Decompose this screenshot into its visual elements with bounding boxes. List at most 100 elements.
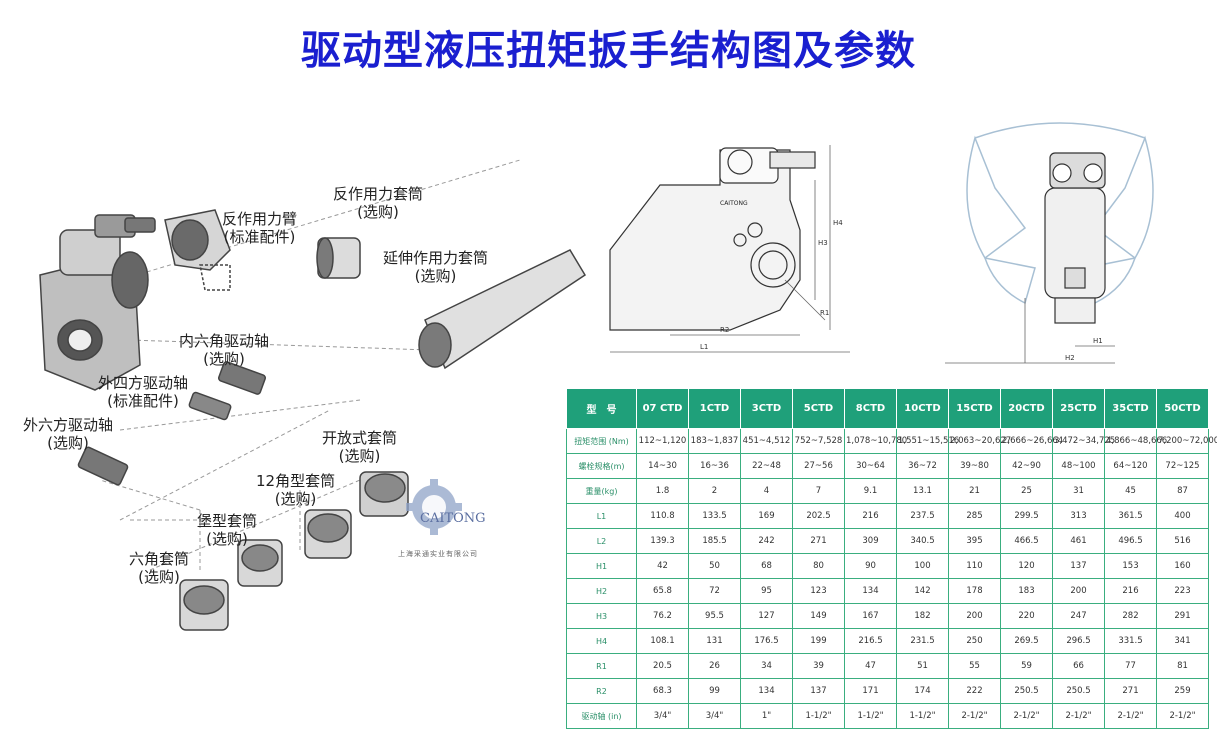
table-cell: 14~30 xyxy=(636,453,689,479)
table-cell: 36~72 xyxy=(896,453,949,479)
label-open-socket-name: 开放式套筒 xyxy=(322,429,398,447)
table-cell: 216 xyxy=(844,503,897,529)
table-cell: 9.1 xyxy=(844,478,897,504)
table-cell: 461 xyxy=(1052,528,1105,554)
table-cell: 222 xyxy=(948,678,1001,704)
label-square-shaft: 外四方驱动轴 (标准配件) xyxy=(98,374,188,410)
table-cell: 223 xyxy=(1156,578,1209,604)
table-cell: 361.5 xyxy=(1104,503,1157,529)
table-cell: 3,472~34,725 xyxy=(1052,428,1115,454)
header-cell: 50CTD xyxy=(1156,388,1209,429)
table-cell: 80 xyxy=(792,553,845,579)
table-cell: 250.5 xyxy=(1052,678,1105,704)
table-cell: 496.5 xyxy=(1104,528,1157,554)
table-cell: 242 xyxy=(740,528,793,554)
table-cell: 77 xyxy=(1104,653,1157,679)
table-cell: 65.8 xyxy=(636,578,689,604)
table-cell: 269.5 xyxy=(1000,628,1053,654)
label-hex-socket-note: (选购) xyxy=(138,568,180,586)
table-cell: 1" xyxy=(740,703,793,729)
table-cell: 110.8 xyxy=(636,503,689,529)
table-cell: 25 xyxy=(1000,478,1053,504)
table-cell: 271 xyxy=(1104,678,1157,704)
label-hex-outer-shaft-note: (选购) xyxy=(47,434,89,452)
table-cell: 516 xyxy=(1156,528,1209,554)
table-cell: 39 xyxy=(792,653,845,679)
reaction-sleeve xyxy=(316,237,361,279)
table-cell: 153 xyxy=(1104,553,1157,579)
table-cell: 2-1/2" xyxy=(1156,703,1209,729)
table-cell: 1.8 xyxy=(636,478,689,504)
row-header-cell: L1 xyxy=(566,503,637,529)
table-cell: 134 xyxy=(740,678,793,704)
table-cell: 30~64 xyxy=(844,453,897,479)
table-cell: 174 xyxy=(896,678,949,704)
front-dimension-drawing: CAITONG H4 H3 R2 L1 R1 xyxy=(609,145,850,353)
label-reaction-sleeve-name: 反作用力套筒 xyxy=(333,185,424,203)
table-cell: 178 xyxy=(948,578,1001,604)
header-cell: 1CTD xyxy=(688,388,741,429)
header-cell: 8CTD xyxy=(844,388,897,429)
table-cell: 1,551~15,516 xyxy=(896,428,959,454)
label-12-point-socket-name: 12角型套筒 xyxy=(256,472,336,490)
table-cell: 2-1/2" xyxy=(948,703,1001,729)
header-cell: 5CTD xyxy=(792,388,845,429)
row-header-cell: 重量(kg) xyxy=(566,478,637,504)
table-cell: 313 xyxy=(1052,503,1105,529)
label-reaction-arm-name: 反作用力臂 xyxy=(222,210,298,228)
table-cell: 139.3 xyxy=(636,528,689,554)
table-row: 驱动轴 (in)3/4"3/4"1"1-1/2"1-1/2"1-1/2"2-1/… xyxy=(566,703,1209,729)
table-cell: 22~48 xyxy=(740,453,793,479)
table-cell: 400 xyxy=(1156,503,1209,529)
table-cell: 1-1/2" xyxy=(844,703,897,729)
table-cell: 137 xyxy=(792,678,845,704)
table-cell: 2,063~20,627 xyxy=(948,428,1011,454)
table-cell: 20.5 xyxy=(636,653,689,679)
label-hex-inner-shaft-note: (选购) xyxy=(203,350,245,368)
table-cell: 285 xyxy=(948,503,1001,529)
label-extended-sleeve-note: (选购) xyxy=(414,267,457,285)
label-square-shaft-note: (标准配件) xyxy=(107,392,179,410)
table-cell: 309 xyxy=(844,528,897,554)
wrench-body xyxy=(39,214,156,391)
table-cell: 200 xyxy=(1052,578,1105,604)
table-cell: 7,200~72,000 xyxy=(1156,428,1217,454)
row-header-cell: H1 xyxy=(566,553,637,579)
table-cell: 131 xyxy=(688,628,741,654)
dim-h4: H4 xyxy=(833,219,843,227)
table-cell: 259 xyxy=(1156,678,1209,704)
table-cell: 42~90 xyxy=(1000,453,1053,479)
table-cell: 200 xyxy=(948,603,1001,629)
table-cell: 99 xyxy=(688,678,741,704)
table-cell: 68 xyxy=(740,553,793,579)
row-header-cell: 螺栓规格(m) xyxy=(566,453,637,479)
label-12-point-socket-note: (选购) xyxy=(274,490,317,508)
table-cell: 95.5 xyxy=(688,603,741,629)
row-header-cell: H3 xyxy=(566,603,637,629)
table-cell: 51 xyxy=(896,653,949,679)
table-cell: 13.1 xyxy=(896,478,949,504)
row-header-cell: 驱动轴 (in) xyxy=(566,703,637,729)
row-header-cell: R1 xyxy=(566,653,637,679)
table-cell: 87 xyxy=(1156,478,1209,504)
watermark-brand: CAITONG xyxy=(420,511,486,526)
table-cell: 216.5 xyxy=(844,628,897,654)
table-cell: 7 xyxy=(792,478,845,504)
extended-sleeve xyxy=(418,249,587,370)
table-cell: 110 xyxy=(948,553,1001,579)
drive-shafts xyxy=(77,361,266,486)
spec-table-header: 型 号 07 CTD 1CTD 3CTD 5CTD 8CTD 10CTD 15C… xyxy=(566,388,1209,429)
table-cell: 171 xyxy=(844,678,897,704)
table-cell: 199 xyxy=(792,628,845,654)
label-reaction-sleeve-note: (选购) xyxy=(357,203,399,221)
dim-r1: R1 xyxy=(820,309,829,317)
table-cell: 127 xyxy=(740,603,793,629)
table-cell: 59 xyxy=(1000,653,1053,679)
label-hex-socket-name: 六角套筒 xyxy=(129,550,190,568)
page-title: 驱动型液压扭矩扳手结构图及参数 xyxy=(301,28,916,74)
table-cell: 182 xyxy=(896,603,949,629)
table-cell: 134 xyxy=(844,578,897,604)
